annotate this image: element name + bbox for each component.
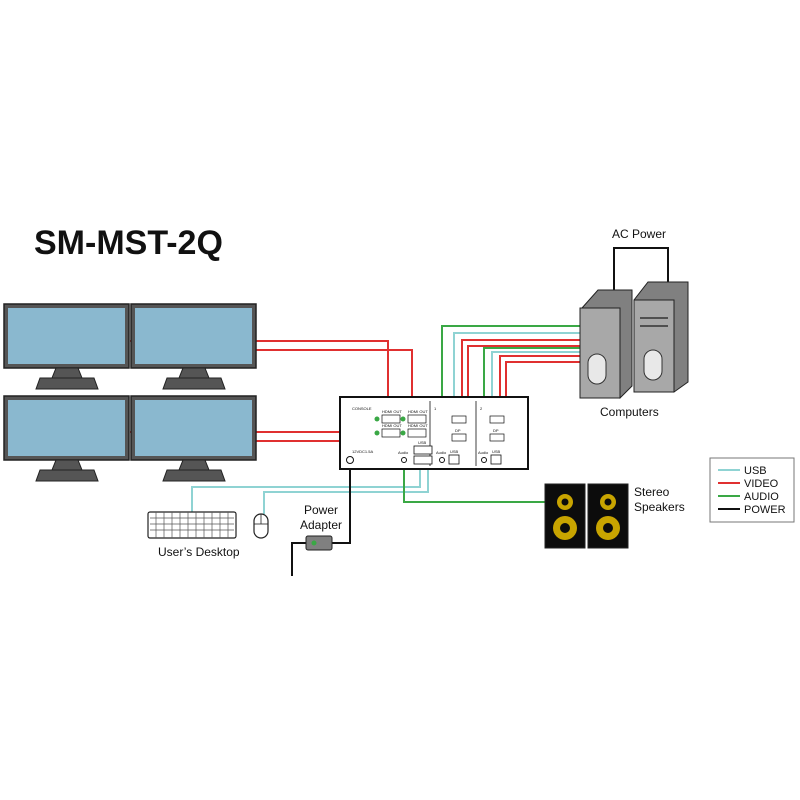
pc2-dp-port-1 [489,415,505,424]
power-adapter-icon [305,535,333,551]
port-2-label: 2 [480,406,483,411]
console-usb-port-1 [413,445,433,455]
console-usb-port-2 [413,455,433,465]
monitor-top-left [3,303,130,390]
hdmi-out-port-2: HDMI OUT [400,409,428,424]
computer-front [579,289,633,399]
dc-in-label: 12VDC1.5A [352,449,373,454]
legend-item-power: POWER [718,504,786,516]
legend-label: AUDIO [744,491,779,503]
power-adapter-label-line2: Adapter [300,518,342,532]
speaker-right [587,483,629,549]
pc1-dp-port-1 [451,415,467,424]
hdmi-out-port-3: HDMI OUT [374,423,402,438]
legend-label: USB [744,465,767,477]
kvm-switch: CONSOLE 1 2 HDMI OUT HDMI OUT HDMI OUT H… [339,396,529,470]
screen [8,400,125,456]
ac-power-cable [613,247,669,290]
pc1-audio-jack [439,457,445,463]
pc1-dp-port-2 [451,433,467,442]
hdmi-out-label: HDMI OUT [408,409,428,414]
pc1-usb-port [448,454,460,465]
pc2-dp-label: DP [493,428,499,433]
hdmi-out-label: HDMI OUT [382,423,402,428]
hdmi-out-port-4: HDMI OUT [400,423,428,438]
speakers-label-line1: Stereo [634,485,670,499]
hdmi-out-port-1: HDMI OUT [374,409,402,424]
console-usb-label: USB [418,440,427,445]
speaker-left [544,483,586,549]
console-audio-jack [401,457,407,463]
hdmi-out-label: HDMI OUT [408,423,428,428]
usb-cable-keyboard [191,466,421,512]
monitor-top-right [130,303,257,390]
ac-power-label: AC Power [612,227,666,241]
pc2-usb-label: USB [492,449,501,454]
power-adapter-label-line1: Power [304,503,338,517]
legend-label: VIDEO [744,478,779,490]
computers-label: Computers [600,405,659,419]
power-cable-adapter [332,462,351,544]
computer-back [633,281,689,393]
usb-cable-mouse [263,466,429,514]
audio-cable-speakers [403,462,545,503]
legend-item-video: VIDEO [718,478,779,490]
monitor-bottom-right [130,395,257,482]
pc2-usb-port [490,454,502,465]
console-audio-label: Audio [398,450,409,455]
screen [135,400,252,456]
diagram-title: SM-MST-2Q [34,224,223,262]
port-1-label: 1 [434,406,437,411]
pc2-dp-port-2 [489,433,505,442]
legend-item-usb: USB [718,465,767,477]
dc-in-jack [346,456,354,464]
legend: USB VIDEO AUDIO POWER [709,457,795,523]
legend-label: POWER [744,504,786,516]
video-cable-top-1 [254,340,389,420]
pc1-audio-label: Audio [436,450,447,455]
video-cable-pc-1 [461,339,582,420]
pc1-usb-label: USB [450,449,459,454]
hdmi-out-label: HDMI OUT [382,409,402,414]
keyboard-icon [147,511,237,539]
users-desktop-label: User’s Desktop [158,545,240,559]
console-label: CONSOLE [352,406,372,411]
speakers-label-line2: Speakers [634,500,685,514]
pc1-dp-label: DP [455,428,461,433]
monitor-bottom-left [3,395,130,482]
mouse-icon [253,513,269,539]
screen [135,308,252,364]
pc2-audio-jack [481,457,487,463]
pc2-audio-label: Audio [478,450,489,455]
legend-item-audio: AUDIO [718,491,779,503]
power-cable-wall [291,542,306,576]
screen [8,308,125,364]
